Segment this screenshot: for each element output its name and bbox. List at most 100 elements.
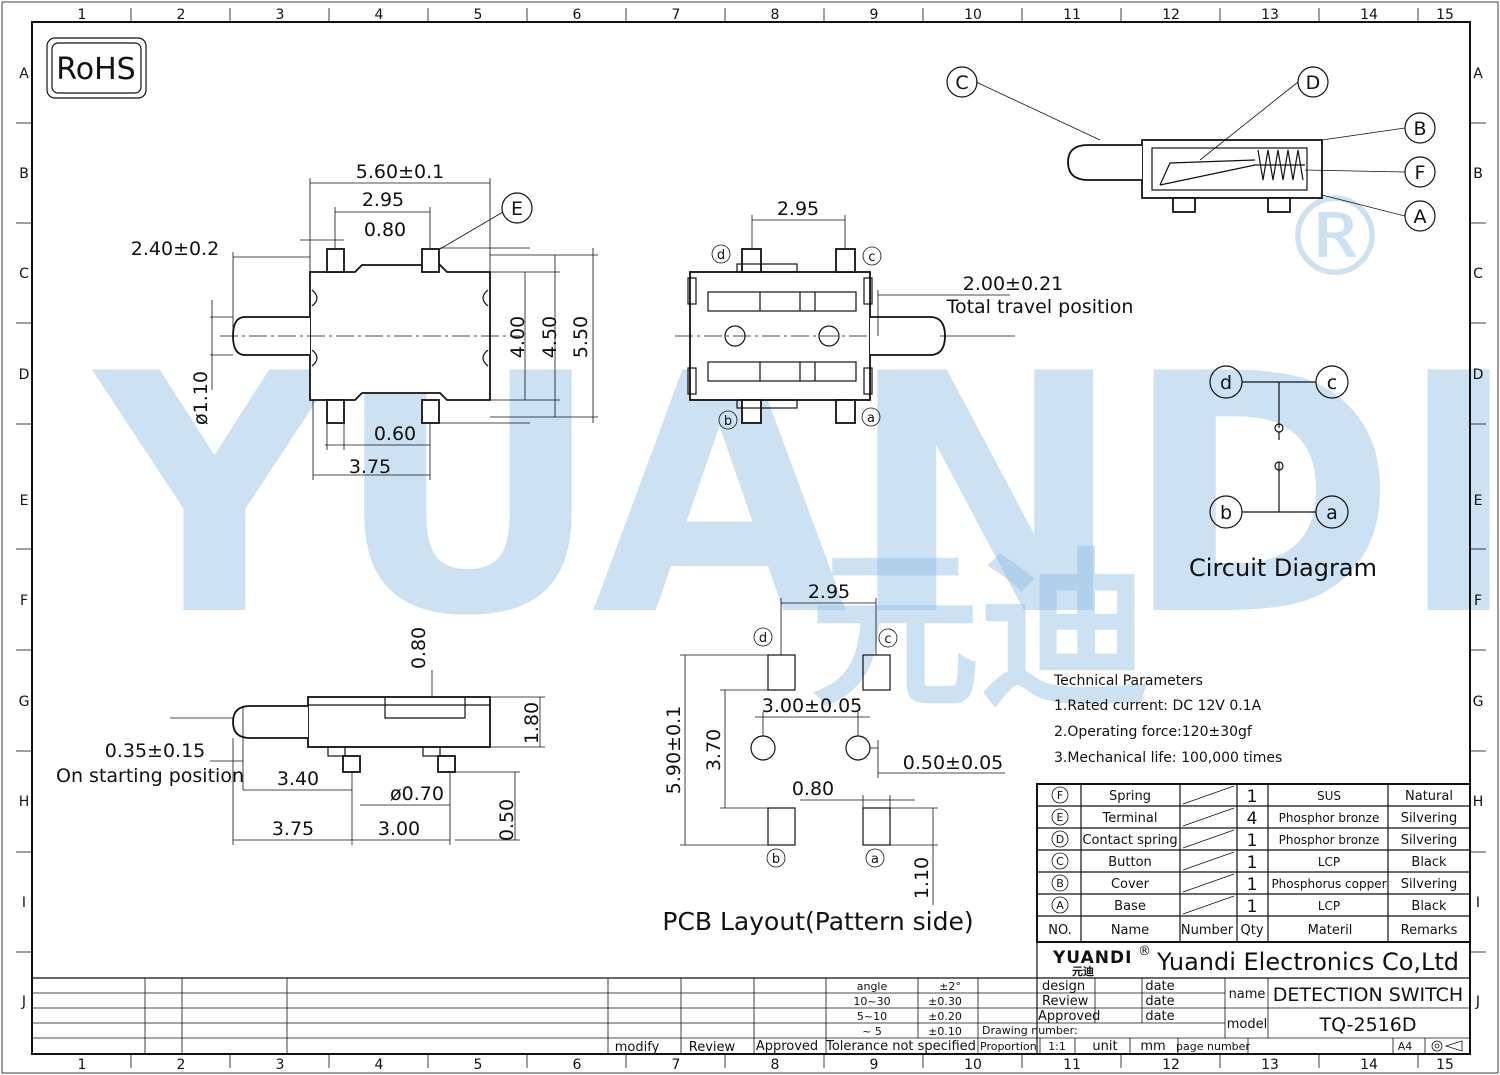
side-section: C D B F A — [946, 66, 1436, 232]
grid-col-top: 14 — [1360, 7, 1378, 23]
sv-dim-top: 0.80 — [408, 627, 430, 669]
inner-frame — [31, 21, 1471, 1055]
grid-col-bottom: 8 — [771, 1057, 780, 1073]
grid-col-top: 9 — [870, 7, 879, 23]
bom-row-name: Spring — [1109, 789, 1151, 804]
projection-symbol-icon — [1431, 1040, 1463, 1052]
bom-row-qty: 1 — [1247, 875, 1258, 895]
pcb-dim-hole: 0.50±0.05 — [903, 752, 1004, 774]
bom-row-qty: 4 — [1247, 809, 1258, 829]
bom-header-qty: Qty — [1240, 923, 1263, 938]
tb-mm: mm — [1140, 1039, 1165, 1054]
technical-parameters: Technical Parameters 1.Rated current: DC… — [1053, 673, 1282, 766]
dim-pitch: 2.95 — [362, 189, 404, 211]
grid-col-bottom: 5 — [474, 1057, 483, 1073]
grid-row-left: D — [19, 367, 30, 383]
tb-page-number: page number — [1176, 1040, 1250, 1053]
title-block: YUANDI 元迪 ® Yuandi Electronics Co,Ltd an… — [32, 942, 1470, 1055]
grid-row-right: J — [1475, 994, 1480, 1010]
company-name: Yuandi Electronics Co,Ltd — [1156, 948, 1459, 976]
tb-scale: 1:1 — [1048, 1040, 1066, 1053]
tb-drawing-number: Drawing number: — [982, 1024, 1078, 1037]
bom-row-remarks: Silvering — [1401, 811, 1458, 826]
bom-row-no: E — [1057, 811, 1064, 824]
callout-a: A — [1414, 206, 1427, 228]
pcb-pin-d: d — [759, 631, 767, 646]
dim-b2: 3.75 — [349, 456, 391, 478]
rev-modify: modify — [615, 1040, 660, 1055]
grid-ticks: 1122334455667788991010111112121313141415… — [16, 7, 1486, 1073]
tol-caption: Tolerance not specified — [825, 1039, 976, 1054]
bom-row-no: C — [1056, 855, 1064, 868]
grid-col-bottom: 15 — [1436, 1057, 1454, 1073]
sv-dim-height: 1.80 — [521, 702, 543, 744]
circuit-diagram: d c b a Circuit Diagram — [1189, 365, 1377, 582]
grid-col-bottom: 3 — [276, 1057, 285, 1073]
grid-col-bottom: 14 — [1360, 1057, 1378, 1073]
logo-cjk: 元迪 — [1072, 964, 1094, 978]
tech-title: Technical Parameters — [1053, 673, 1203, 689]
bom-row-no: A — [1056, 899, 1064, 912]
tb-model-label: model — [1227, 1017, 1267, 1032]
sv-start-label: On starting position — [56, 765, 244, 787]
tol-r1: 10~30 — [853, 995, 890, 1008]
bv-pin-a: a — [867, 411, 875, 426]
bottom-view: 2.95 2.00±0.21 Total travel position d c… — [675, 198, 1133, 430]
rev-approved: Approved — [756, 1039, 818, 1054]
callout-d: D — [1306, 72, 1321, 94]
grid-col-bottom: 1 — [78, 1057, 87, 1073]
bom-header-name: Name — [1111, 923, 1149, 938]
bom-row-no: D — [1056, 833, 1064, 846]
bom-row-remarks: Black — [1411, 855, 1447, 870]
grid-row-right: D — [1473, 367, 1484, 383]
bom-row-no: B — [1056, 877, 1064, 890]
tb-review: Review — [1042, 994, 1089, 1009]
tb-model-value: TQ-2516D — [1319, 1014, 1417, 1036]
bom-row-no: F — [1057, 789, 1063, 802]
grid-col-top: 3 — [276, 7, 285, 23]
tech-line-1: 1.Rated current: DC 12V 0.1A — [1054, 698, 1262, 714]
bom-row-material: Phosphor bronze — [1279, 833, 1380, 847]
bom-row-name: Cover — [1111, 877, 1150, 892]
tb-design: design — [1042, 979, 1085, 994]
bom-row-name: Base — [1114, 899, 1146, 914]
logo-text: YUANDI — [1052, 948, 1132, 968]
bom-row-material: LCP — [1318, 855, 1340, 869]
grid-row-right: F — [1474, 593, 1482, 609]
bv-pin-c: c — [868, 250, 875, 265]
bom-header-number: Number — [1181, 923, 1234, 938]
rohs-text: RoHS — [56, 52, 135, 87]
grid-row-left: I — [22, 895, 26, 911]
grid-col-top: 5 — [474, 7, 483, 23]
tb-name-label: name — [1229, 987, 1266, 1002]
tb-approved: Approved — [1038, 1009, 1100, 1024]
bom-row-name: Terminal — [1102, 811, 1158, 826]
grid-col-top: 4 — [375, 7, 384, 23]
grid-col-top: 6 — [573, 7, 582, 23]
sv-dim-300: 3.00 — [378, 818, 420, 840]
bom-header-no: NO. — [1048, 923, 1072, 938]
grid-row-right: A — [1473, 66, 1483, 82]
grid-row-right: H — [1473, 794, 1484, 810]
circuit-pin-d: d — [1220, 372, 1232, 394]
pcb-dim-hole-pitch: 3.00±0.05 — [762, 695, 863, 717]
bom-row-qty: 1 — [1247, 831, 1258, 851]
bom-row-material: LCP — [1318, 899, 1340, 913]
grid-row-left: B — [19, 166, 29, 182]
grid-row-left: G — [19, 694, 30, 710]
grid-col-top: 2 — [177, 7, 186, 23]
rev-review: Review — [689, 1040, 736, 1055]
pcb-dim-inner: 3.70 — [703, 729, 725, 771]
top-view: E 5.60±0.1 2.95 0.80 2.40±0.2 ø1.10 4.00… — [131, 161, 598, 480]
bom-header-remarks: Remarks — [1401, 923, 1458, 938]
grid-col-top: 10 — [964, 7, 982, 23]
pcb-pin-b: b — [772, 852, 780, 867]
tech-line-2: 2.Operating force:120±30gf — [1054, 724, 1253, 740]
pcb-title: PCB Layout(Pattern side) — [662, 907, 973, 936]
grid-col-top: 13 — [1261, 7, 1279, 23]
bv-pin-d: d — [717, 248, 725, 263]
bom-row-qty: 1 — [1247, 853, 1258, 873]
bom-row-material: Phosphor bronze — [1279, 811, 1380, 825]
